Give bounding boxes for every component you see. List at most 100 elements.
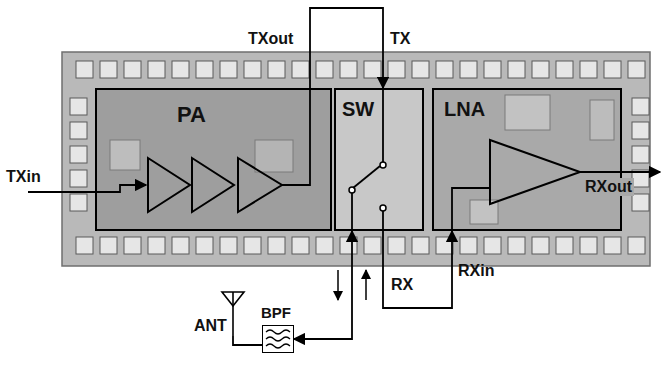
pa-area <box>95 88 332 231</box>
antenna-symbol <box>232 292 234 336</box>
amplifier-symbol <box>148 158 190 212</box>
bond-pad <box>340 237 357 254</box>
inductor-pad <box>255 140 293 172</box>
block-title: BPF <box>261 304 291 321</box>
switch-contact <box>380 162 386 168</box>
bond-pad <box>580 237 597 254</box>
bond-pad <box>628 61 645 78</box>
switch-wire <box>351 193 353 231</box>
bond-pad <box>556 237 573 254</box>
bond-pad <box>632 146 649 163</box>
bandpass-filter: BPF <box>262 325 294 353</box>
signal-name: TXout <box>248 30 293 48</box>
bond-pad <box>76 237 93 254</box>
direction-arrow <box>365 270 367 300</box>
switch-wire <box>382 88 384 162</box>
bond-pad <box>532 237 549 254</box>
bond-pad <box>556 61 573 78</box>
bond-pad <box>388 237 405 254</box>
bond-pad <box>172 61 189 78</box>
bond-pad <box>632 194 649 211</box>
signal-wire <box>294 231 352 339</box>
bond-pad <box>436 61 453 78</box>
output-wire <box>282 88 310 185</box>
amplifier-symbol <box>238 158 282 212</box>
bond-pad <box>632 122 649 139</box>
input-wire <box>28 185 146 192</box>
block-title: LNA <box>444 98 485 121</box>
filter-symbol <box>266 344 290 348</box>
bond-pad <box>220 237 237 254</box>
amplifier-block: PA <box>95 88 332 231</box>
bond-pad <box>632 98 649 115</box>
lna-area <box>432 88 622 231</box>
bond-pad <box>244 237 261 254</box>
inductor-pad <box>110 140 140 170</box>
switch-lever <box>353 166 380 188</box>
bond-pad <box>628 237 645 254</box>
bond-pad <box>148 61 165 78</box>
inductor-pad <box>590 100 614 140</box>
block-title: SW <box>342 98 374 121</box>
output-wire <box>580 171 660 173</box>
bond-pad <box>316 61 333 78</box>
switch-block: SW <box>334 88 424 231</box>
bond-pad <box>484 237 501 254</box>
bond-pad <box>268 237 285 254</box>
bond-pad <box>340 61 357 78</box>
signal-wire <box>233 336 262 345</box>
bond-pad <box>604 237 621 254</box>
lna-block: LNA <box>432 88 622 231</box>
bond-pad <box>70 146 87 163</box>
switch-contact <box>380 205 386 211</box>
bond-pad <box>412 61 429 78</box>
bond-pad <box>124 61 141 78</box>
bond-pad <box>460 61 477 78</box>
bond-pad <box>364 61 381 78</box>
block-title: PA <box>177 102 206 127</box>
bond-pad <box>148 237 165 254</box>
bond-pad <box>196 61 213 78</box>
bond-pad <box>604 61 621 78</box>
bond-pad <box>436 237 453 254</box>
signal-name: RXin <box>458 262 494 280</box>
bond-pad <box>70 194 87 211</box>
signal-name: RX <box>391 276 413 294</box>
switch-wire <box>382 211 384 231</box>
bond-pad <box>70 170 87 187</box>
bond-pad <box>532 61 549 78</box>
bond-pad <box>388 61 405 78</box>
amplifier-symbol <box>490 140 580 204</box>
bond-pad <box>244 61 261 78</box>
signal-name: RXout <box>583 178 634 196</box>
bond-pad <box>100 237 117 254</box>
signal-wire <box>383 231 452 308</box>
switch-area <box>334 88 424 231</box>
bond-pad <box>70 122 87 139</box>
chip-die <box>62 52 650 266</box>
bond-pad <box>292 237 309 254</box>
bond-pad <box>580 61 597 78</box>
filter-ground <box>262 325 294 353</box>
bond-pad <box>100 61 117 78</box>
bond-pad <box>124 237 141 254</box>
filter-symbol <box>266 330 290 334</box>
bond-pad <box>316 237 333 254</box>
bond-pad <box>196 237 213 254</box>
input-wire <box>452 188 490 231</box>
bond-pad <box>76 61 93 78</box>
bond-pad <box>484 61 501 78</box>
bond-pad <box>172 237 189 254</box>
block-title: ANT <box>194 317 227 335</box>
signal-wire <box>310 8 383 88</box>
bond-pad <box>70 98 87 115</box>
bond-pad <box>508 61 525 78</box>
inductor-pad <box>505 95 550 130</box>
signal-name: TX <box>390 30 410 48</box>
bond-pad <box>460 237 477 254</box>
bond-pad <box>292 61 309 78</box>
signal-name: TXin <box>6 168 41 186</box>
antenna: ANT <box>192 290 242 336</box>
amplifier-symbol <box>192 158 234 212</box>
